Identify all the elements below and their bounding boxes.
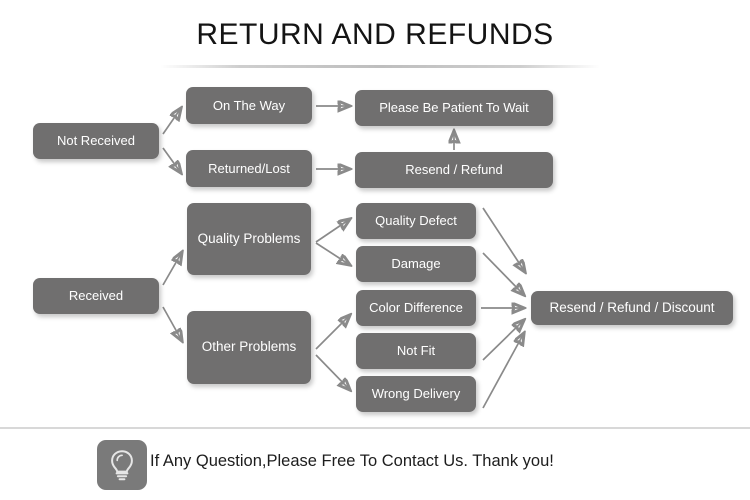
node-quality-problems[interactable]: Quality Problems [187, 203, 311, 275]
node-wrong-delivery[interactable]: Wrong Delivery [356, 376, 476, 412]
title-divider [160, 65, 600, 68]
node-resend-refund-discount[interactable]: Resend / Refund / Discount [531, 291, 733, 325]
page-title: RETURN AND REFUNDS [196, 18, 554, 51]
node-please-be-patient-to-wait[interactable]: Please Be Patient To Wait [355, 90, 553, 126]
footer-divider [0, 427, 750, 429]
edge-not-fit-final [482, 320, 524, 361]
edge-quality-defect-final [482, 207, 525, 272]
edge-not-received-returned-lost [162, 147, 181, 173]
node-resend-refund[interactable]: Resend / Refund [355, 152, 553, 188]
node-on-the-way[interactable]: On The Way [186, 87, 312, 124]
edge-not-received-on-the-way [162, 108, 181, 135]
edge-quality-problems-quality-defect [315, 219, 350, 243]
edge-received-quality-problems [162, 252, 182, 286]
node-received[interactable]: Received [33, 278, 159, 314]
node-returned-lost[interactable]: Returned/Lost [186, 150, 312, 187]
node-quality-defect[interactable]: Quality Defect [356, 203, 476, 239]
lightbulb-icon [97, 440, 147, 490]
edge-quality-problems-damage [315, 242, 350, 265]
edge-wrong-delivery-final [482, 333, 524, 409]
node-not-received[interactable]: Not Received [33, 123, 159, 159]
edge-received-other-problems [162, 306, 182, 341]
node-color-difference[interactable]: Color Difference [356, 290, 476, 326]
edge-damage-final [482, 252, 524, 295]
node-other-problems[interactable]: Other Problems [187, 311, 311, 384]
node-not-fit[interactable]: Not Fit [356, 333, 476, 369]
node-damage[interactable]: Damage [356, 246, 476, 282]
edge-other-problems-wrong-delivery [315, 354, 350, 390]
edge-other-problems-color-difference [315, 315, 350, 350]
contact-message: If Any Question,Please Free To Contact U… [150, 452, 554, 470]
